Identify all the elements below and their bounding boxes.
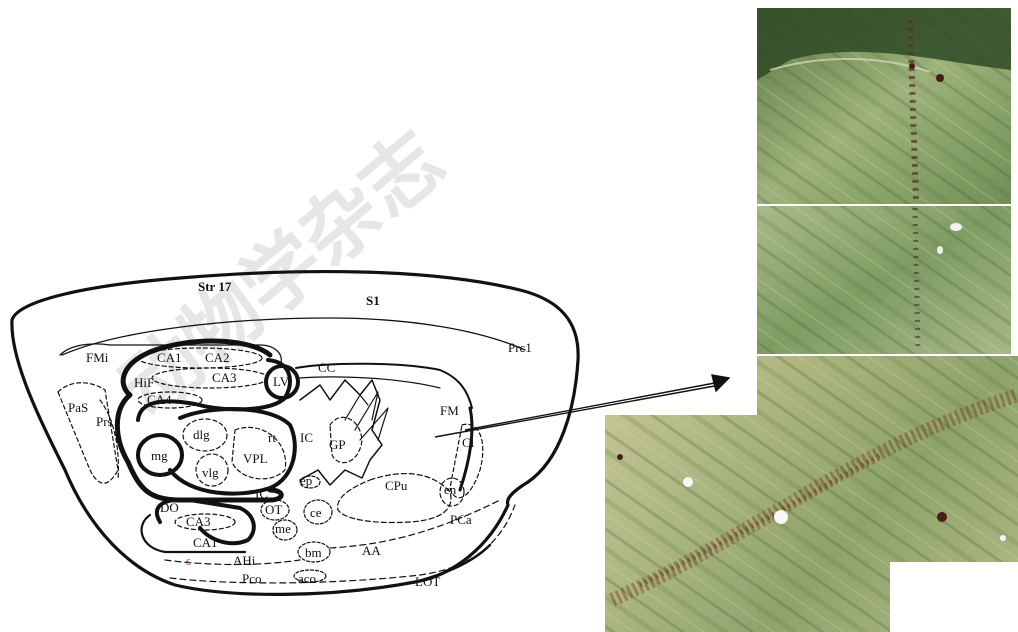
label-aa: AA <box>362 543 381 558</box>
region-labels: Str 17 S1 Prc1 FMi CA1 CA2 CA3 HiF CA4 L… <box>68 279 532 589</box>
label-ot: OT <box>265 502 282 517</box>
label-pca: PCa <box>450 512 472 527</box>
label-ce: ce <box>310 505 322 520</box>
label-ic-top: IC <box>300 430 313 445</box>
fiber-1 <box>345 395 368 420</box>
label-aco: aco <box>298 571 316 586</box>
micrograph-montage <box>605 8 1018 632</box>
label-fmi: FMi <box>86 350 109 365</box>
label-do: DO <box>160 500 179 515</box>
label-s1: S1 <box>366 293 380 308</box>
label-gp: GP <box>329 437 346 452</box>
label-vlg: vlg <box>202 465 219 480</box>
label-ic-bottom: IC <box>255 486 268 501</box>
label-rt: rt <box>268 430 276 445</box>
label-cc: CC <box>318 360 335 375</box>
label-str17: Str 17 <box>198 279 232 294</box>
label-mg: mg <box>151 448 168 463</box>
pas-region <box>58 383 118 483</box>
label-ca1-bottom: CA1 <box>193 535 218 550</box>
pca-line <box>330 500 500 548</box>
label-ep: ep <box>300 473 312 488</box>
label-lot: LOT <box>415 574 440 589</box>
label-ca1-top: CA1 <box>157 350 182 365</box>
label-prs: Prs <box>96 414 113 429</box>
label-hif: HiF <box>134 375 154 390</box>
label-fm: FM <box>440 403 459 418</box>
label-bm: bm <box>305 545 322 560</box>
label-lv: LV <box>273 374 290 389</box>
label-ahi: AHi <box>233 553 256 568</box>
label-prc1: Prc1 <box>508 340 532 355</box>
label-pco: Pco <box>242 571 262 586</box>
label-ca4: CA4 <box>147 392 172 407</box>
label-vpl: VPL <box>243 451 268 466</box>
label-me: me <box>275 521 291 536</box>
label-ca3-top: CA3 <box>212 370 237 385</box>
label-pas: PaS <box>68 400 88 415</box>
label-ca2: CA2 <box>205 350 230 365</box>
prs-line <box>100 400 118 480</box>
label-cl: Cl <box>462 435 475 450</box>
label-ca3-bottom: CA3 <box>186 514 211 529</box>
label-dlg: dlg <box>193 427 210 442</box>
label-cpu: CPu <box>385 478 408 493</box>
label-en: en <box>444 482 457 497</box>
label-s: s <box>186 553 191 568</box>
arrow-head <box>712 375 729 391</box>
